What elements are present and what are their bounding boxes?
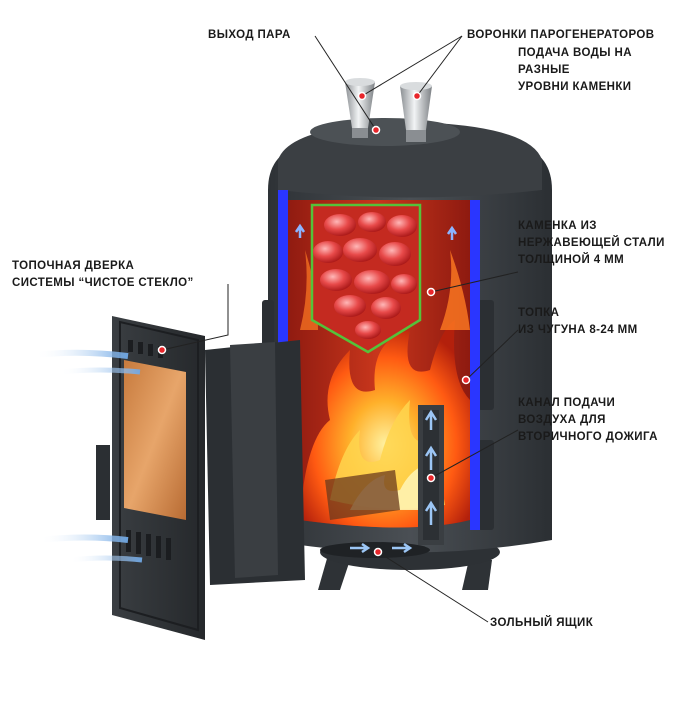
stones (313, 212, 417, 339)
fire-door (96, 316, 305, 640)
label-water-supply: ПОДАЧА ВОДЫ НА РАЗНЫЕ УРОВНИ КАМЕНКИ (518, 47, 632, 93)
label-ash-box: ЗОЛЬНЫЙ ЯЩИК (490, 617, 594, 629)
label-firebox: ТОПКА ИЗ ЧУГУНА 8-24 ММ (518, 307, 638, 336)
label-fire-door: ТОПОЧНАЯ ДВЕРКА СИСТЕМЫ “ЧИСТОЕ СТЕКЛО” (12, 260, 194, 289)
label-stone-box: КАМЕНКА ИЗ НЕРЖАВЕЮЩЕЙ СТАЛИ ТОЛЩИНОЙ 4 … (518, 220, 665, 266)
label-steam-outlet: ВЫХОД ПАРА (208, 29, 291, 41)
marker-dots (157, 91, 471, 557)
leader-lines (161, 35, 519, 623)
label-steam-funnels: ВОРОНКИ ПАРОГЕНЕРАТОРОВ (467, 29, 655, 41)
stone-box (310, 203, 422, 354)
air-arrows (34, 349, 143, 563)
label-air-channel: КАНАЛ ПОДАЧИ ВОЗДУХА ДЛЯ ВТОРИЧНОГО ДОЖИ… (518, 397, 658, 443)
water-jacket (278, 190, 480, 530)
